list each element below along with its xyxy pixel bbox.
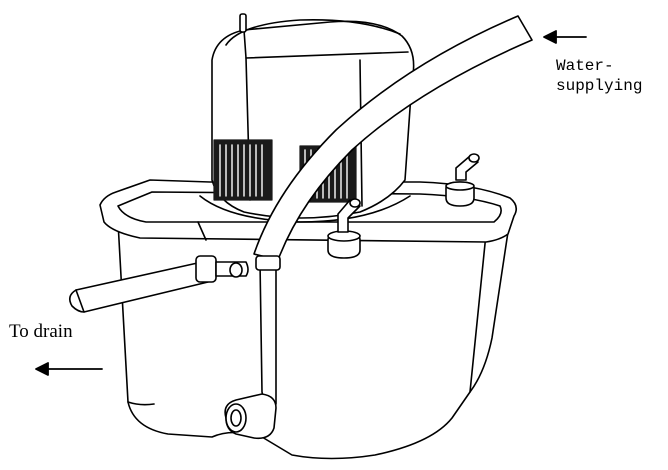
drain-hose-end-curl (68, 289, 85, 313)
drain-arrow (35, 362, 103, 376)
motor-top-cap (225, 18, 401, 46)
vent-stub (239, 13, 247, 33)
water-supply-label-line2: supplying (556, 77, 643, 95)
bottom-elbow (224, 393, 277, 440)
water-supply-label-line1: Water- (556, 57, 614, 75)
tank-body (117, 221, 509, 460)
pipe-coupling (255, 255, 281, 271)
to-drain-label: To drain (9, 321, 73, 342)
tank-side-crease (469, 233, 487, 393)
motor-base-ring (199, 195, 411, 223)
rear-nozzle (445, 153, 480, 207)
motor-grille (213, 139, 273, 201)
drain-connector (195, 255, 249, 283)
front-nozzle (327, 198, 361, 259)
tank-side-crease-2 (127, 401, 155, 406)
rim-seam (197, 221, 207, 241)
water-supply-arrow (543, 30, 587, 44)
internal-pipe (259, 261, 277, 405)
